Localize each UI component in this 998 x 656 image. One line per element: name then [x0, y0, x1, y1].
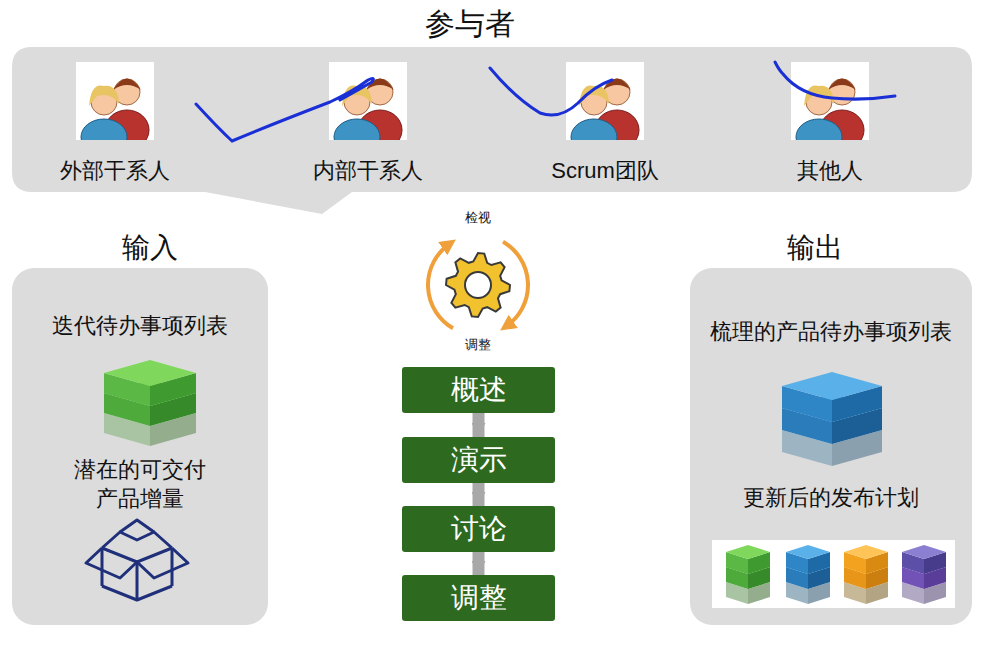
flow-arrow [473, 413, 485, 437]
stack-icon [844, 545, 888, 604]
people-icon [76, 62, 154, 140]
participant: 其他人 [755, 60, 905, 185]
flow-arrow [473, 483, 485, 506]
process-box: 调整 [402, 575, 555, 621]
item-label: 梳理的产品待办事项列表 [694, 318, 968, 347]
item-label: 潜在的可交付 产品增量 [65, 456, 215, 513]
cycle-label: 调整 [448, 337, 508, 354]
process-box: 演示 [402, 437, 555, 483]
stack-icon [786, 545, 830, 604]
step-label: 演示 [402, 442, 555, 478]
section-heading: 输出 [755, 230, 875, 266]
people-icon [566, 62, 644, 140]
cycle-icon [428, 242, 528, 329]
participant-label: 其他人 [755, 157, 905, 186]
stack-icon [782, 372, 882, 466]
participants-panel [12, 47, 972, 214]
participant-label: 内部干系人 [293, 157, 443, 186]
participant-label: 外部干系人 [40, 157, 190, 186]
process-box: 讨论 [402, 506, 555, 552]
cycle-label: 检视 [448, 210, 508, 227]
process-box: 概述 [402, 367, 555, 413]
people-icon [791, 62, 869, 140]
participant: 外部干系人 [40, 60, 190, 185]
input-group: 输入迭代待办事项列表潜在的可交付 产品增量 [12, 228, 268, 625]
participants-group: 外部干系人 内部干系人 Scrum团队 其他人 参与者 [12, 0, 972, 216]
participant-label: Scrum团队 [530, 157, 680, 186]
pen-scribble [196, 78, 373, 141]
step-label: 讨论 [402, 511, 555, 547]
output-panel [690, 268, 972, 625]
input-panel [12, 268, 268, 625]
stack-icon [726, 545, 770, 604]
section-heading: 输入 [90, 230, 210, 266]
pen-scribble [490, 68, 612, 115]
step-label: 调整 [402, 580, 555, 616]
box-icon [86, 520, 188, 600]
participant: 内部干系人 [293, 60, 443, 185]
output-group: 输出梳理的产品待办事项列表更新后的发布计划 [690, 228, 972, 625]
item-label: 更新后的发布计划 [700, 484, 962, 513]
section-heading: 参与者 [370, 4, 570, 43]
release-strip [712, 540, 955, 608]
item-label: 迭代待办事项列表 [22, 312, 258, 341]
stack-icon [104, 360, 196, 446]
stack-icon [902, 545, 946, 604]
participant: Scrum团队 [530, 60, 680, 185]
pen-scribble [775, 62, 895, 99]
step-label: 概述 [402, 372, 555, 408]
flow-arrow [473, 552, 485, 575]
